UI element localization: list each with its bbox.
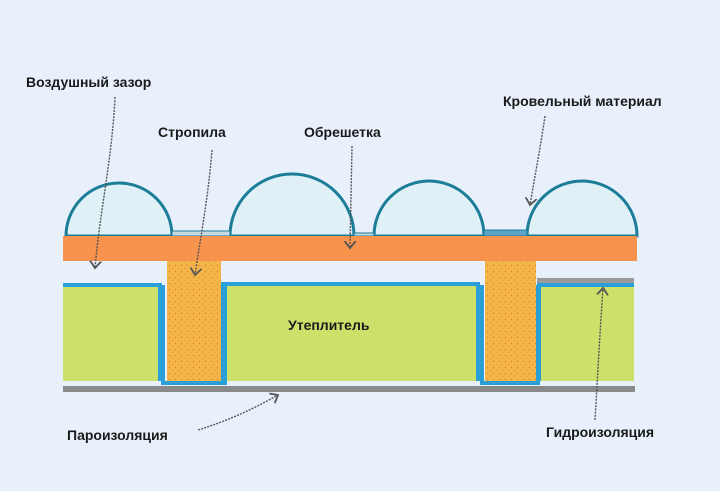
waterproofing-strip bbox=[537, 278, 634, 283]
label-rafters: Стропила bbox=[158, 124, 226, 140]
vapor-barrier-strip bbox=[63, 386, 635, 392]
roof-tile-3 bbox=[372, 179, 486, 238]
arrow-waterproofing bbox=[594, 288, 603, 421]
insulation-left bbox=[63, 285, 160, 381]
rafters bbox=[161, 261, 540, 385]
insulation-middle-outline bbox=[220, 282, 480, 381]
label-insulation: Утеплитель bbox=[288, 317, 370, 333]
leader-arrows bbox=[95, 96, 603, 431]
insulation-right bbox=[539, 285, 634, 381]
label-air-gap: Воздушный зазор bbox=[26, 74, 151, 90]
roof-tile-4 bbox=[525, 179, 639, 238]
rafter-left-outline bbox=[161, 285, 227, 385]
rafter-right-outline bbox=[480, 285, 540, 385]
label-battens: Обрешетка bbox=[304, 124, 381, 140]
rafter-right bbox=[485, 261, 536, 381]
insulation-middle bbox=[222, 284, 478, 381]
insulation-left-outline bbox=[63, 283, 162, 381]
arrow-rafters bbox=[195, 149, 213, 275]
roofing-tiles bbox=[64, 172, 639, 238]
roof-tile-2 bbox=[228, 172, 356, 238]
arrow-vapor-barrier bbox=[197, 395, 278, 431]
roof-tile-1 bbox=[64, 181, 174, 238]
tile-joint-2 bbox=[353, 232, 375, 237]
label-waterproofing: Гидроизоляция bbox=[546, 424, 654, 440]
label-vapor-barrier: Пароизоляция bbox=[67, 427, 168, 443]
tile-joint-3 bbox=[483, 229, 528, 237]
arrow-roofing-material bbox=[530, 115, 546, 205]
label-roofing-material: Кровельный материал bbox=[503, 93, 662, 109]
arrow-air-gap bbox=[95, 96, 116, 268]
arrow-battens bbox=[350, 145, 352, 248]
rafter-left bbox=[167, 261, 221, 381]
